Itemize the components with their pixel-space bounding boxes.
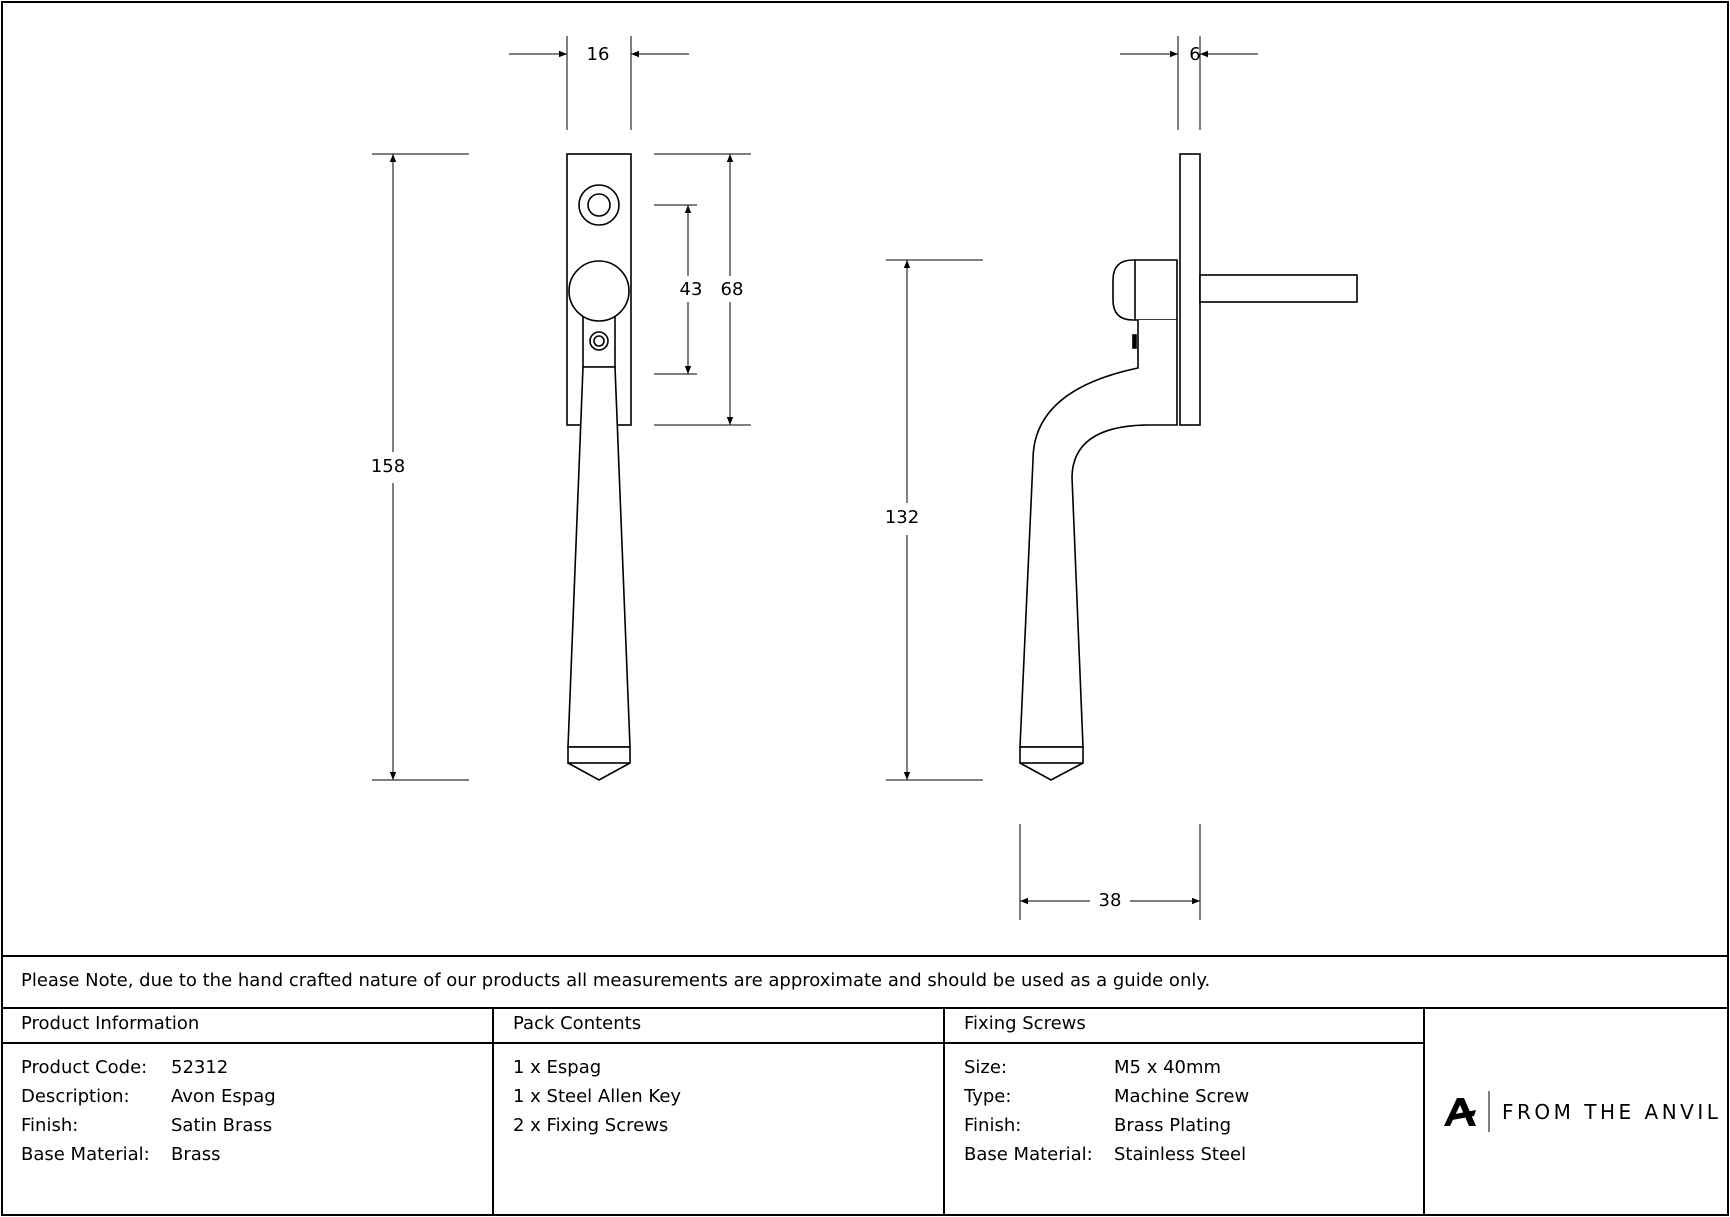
product-info-label: Base Material: — [21, 1144, 150, 1165]
front-handle-tip — [567, 762, 631, 781]
side-handle-lever — [1019, 320, 1178, 748]
dim-side-handle-height: 132 — [884, 507, 920, 528]
pack-contents-item: 2 x Fixing Screws — [513, 1115, 669, 1136]
anvil-a-logo-icon — [1444, 1098, 1476, 1126]
product-info-label: Finish: — [21, 1115, 79, 1136]
fixing-screws-value: M5 x 40mm — [1114, 1057, 1222, 1078]
product-info-value: Satin Brass — [171, 1115, 273, 1136]
product-info-heading: Product Information — [21, 1013, 200, 1034]
side-spindle — [1199, 274, 1358, 303]
dimension-lines — [372, 36, 1258, 920]
fixing-screws-label: Type: — [964, 1086, 1012, 1107]
front-view — [566, 153, 632, 781]
dim-front-width: 16 — [586, 44, 610, 65]
fixing-screws-label: Base Material: — [964, 1144, 1093, 1165]
fixing-screws-label: Size: — [964, 1057, 1008, 1078]
fixing-screws-value: Brass Plating — [1114, 1115, 1232, 1136]
pack-contents-item: 1 x Steel Allen Key — [513, 1086, 682, 1107]
product-info-value: Brass — [171, 1144, 221, 1165]
side-backplate — [1179, 153, 1201, 426]
side-view — [1019, 153, 1358, 781]
side-handle-tip — [1019, 762, 1084, 781]
product-info-label: Description: — [21, 1086, 130, 1107]
side-boss-cap — [1112, 259, 1178, 321]
front-grub-screw-inner — [593, 335, 605, 347]
product-info-label: Product Code: — [21, 1057, 148, 1078]
dim-front-hole-spacing: 43 — [679, 279, 703, 300]
dim-side-depth: 6 — [1189, 44, 1201, 65]
fixing-screws-heading: Fixing Screws — [964, 1013, 1086, 1034]
fixing-screws-value: Machine Screw — [1114, 1086, 1250, 1107]
brand-name: FROM THE ANVIL — [1502, 1100, 1722, 1124]
product-info-value: 52312 — [171, 1057, 229, 1078]
front-screw-hole-inner — [587, 193, 611, 217]
front-spindle-boss — [568, 260, 630, 322]
pack-contents-item: 1 x Espag — [513, 1057, 602, 1078]
pack-contents-heading: Pack Contents — [513, 1013, 642, 1034]
dim-side-projection: 38 — [1098, 890, 1122, 911]
fixing-screws-value: Stainless Steel — [1114, 1144, 1247, 1165]
fixing-screws-label: Finish: — [964, 1115, 1022, 1136]
dim-front-backplate-height: 68 — [720, 279, 744, 300]
measurement-note: Please Note, due to the hand crafted nat… — [21, 970, 1211, 991]
side-handle-collar — [1019, 746, 1084, 764]
product-info-value: Avon Espag — [171, 1086, 276, 1107]
front-handle-collar — [567, 746, 631, 764]
front-grub-screw-outer — [589, 331, 609, 351]
front-screw-hole-outer — [578, 184, 620, 226]
side-grub-screw — [1132, 334, 1137, 349]
dim-front-total-height: 158 — [370, 456, 406, 477]
